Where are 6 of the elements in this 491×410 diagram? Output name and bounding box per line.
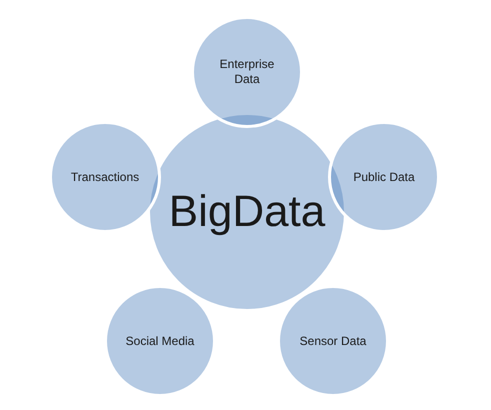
circle-label: Transactions	[70, 170, 140, 184]
circle-label: Social Media	[126, 334, 194, 348]
center-title: BigData	[168, 187, 326, 237]
circle-label: Sensor Data	[300, 334, 366, 348]
circle-label: Enterprise Data	[218, 57, 276, 87]
circle-label: Public Data	[353, 170, 415, 184]
